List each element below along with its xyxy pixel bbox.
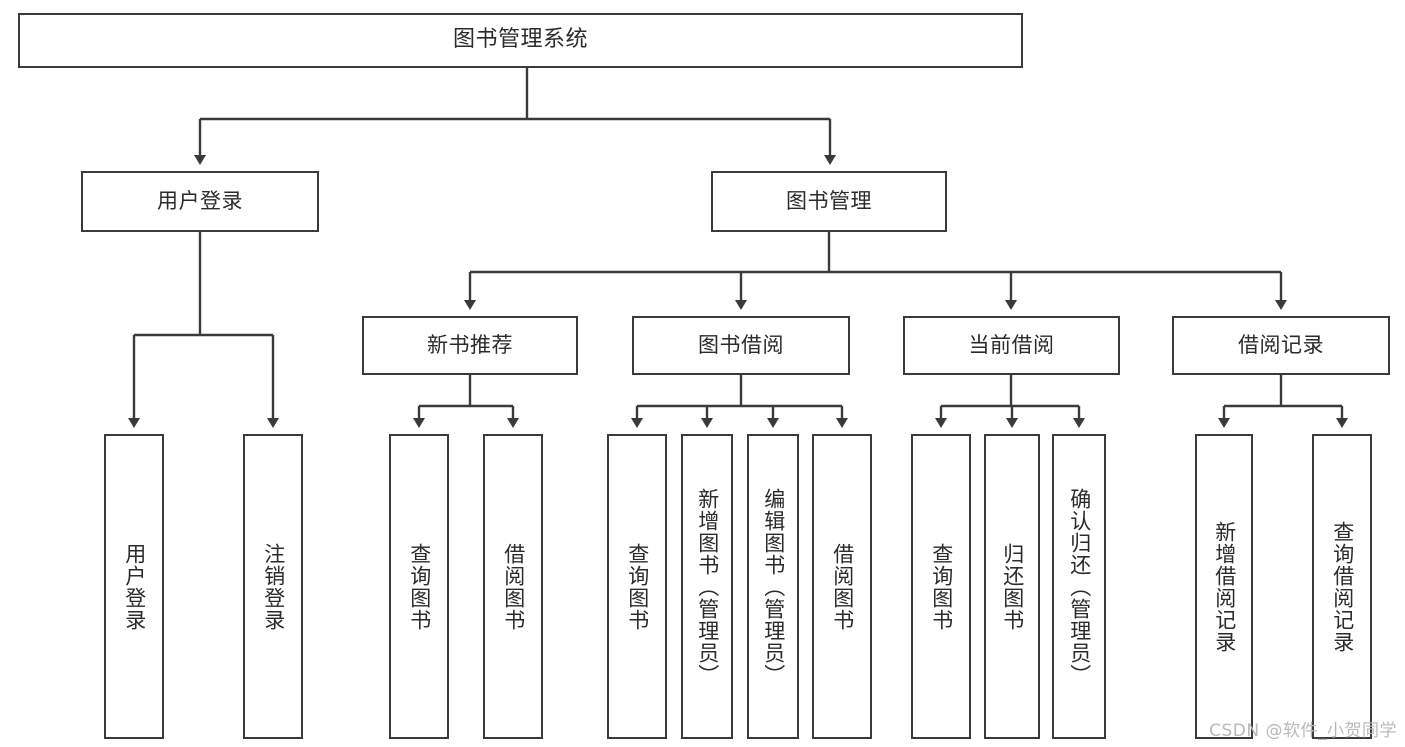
node-leaf-query-book-3-label: 查询图书	[929, 542, 954, 631]
node-book-borrow[interactable]: 图书借阅	[632, 316, 850, 375]
node-leaf-query-book-1[interactable]: 查询图书	[389, 434, 449, 739]
watermark: CSDN @软件_小贺同学	[1209, 721, 1397, 741]
node-leaf-add-record-label: 新增借阅记录	[1212, 520, 1237, 653]
node-leaf-confirm-return-label: 确认归还（管理员）	[1067, 487, 1092, 686]
node-leaf-borrow-book-1-label: 借阅图书	[501, 542, 526, 631]
node-current-borrow-label: 当前借阅	[968, 332, 1055, 357]
node-user-login[interactable]: 用户登录	[81, 171, 319, 232]
node-root[interactable]: 图书管理系统	[18, 13, 1023, 68]
node-leaf-user-login-label: 用户登录	[122, 542, 147, 631]
node-book-manage[interactable]: 图书管理	[711, 171, 947, 232]
node-leaf-query-record[interactable]: 查询借阅记录	[1312, 434, 1372, 739]
node-leaf-logout[interactable]: 注销登录	[243, 434, 303, 739]
node-leaf-query-book-1-label: 查询图书	[407, 542, 432, 631]
node-current-borrow[interactable]: 当前借阅	[903, 316, 1120, 375]
node-leaf-add-book-label: 新增图书（管理员）	[695, 487, 720, 686]
node-leaf-query-book-2[interactable]: 查询图书	[607, 434, 667, 739]
node-leaf-borrow-book-1[interactable]: 借阅图书	[483, 434, 543, 739]
node-leaf-add-book[interactable]: 新增图书（管理员）	[681, 434, 733, 739]
node-leaf-return-book-label: 归还图书	[1000, 542, 1025, 631]
node-book-borrow-label: 图书借阅	[698, 332, 784, 357]
node-leaf-borrow-book-2-label: 借阅图书	[830, 542, 855, 631]
node-new-book-recommend-label: 新书推荐	[427, 332, 513, 357]
node-root-label: 图书管理系统	[452, 27, 588, 53]
node-leaf-query-book-2-label: 查询图书	[625, 542, 650, 631]
node-borrow-record[interactable]: 借阅记录	[1172, 316, 1390, 375]
node-leaf-logout-label: 注销登录	[261, 542, 286, 631]
node-leaf-borrow-book-2[interactable]: 借阅图书	[812, 434, 872, 739]
node-user-login-label: 用户登录	[157, 188, 243, 213]
node-leaf-edit-book-label: 编辑图书（管理员）	[761, 487, 786, 686]
node-leaf-return-book[interactable]: 归还图书	[984, 434, 1040, 739]
node-borrow-record-label: 借阅记录	[1238, 332, 1324, 357]
node-leaf-add-record[interactable]: 新增借阅记录	[1195, 434, 1253, 739]
node-leaf-query-book-3[interactable]: 查询图书	[911, 434, 971, 739]
node-book-manage-label: 图书管理	[786, 188, 872, 213]
node-leaf-confirm-return[interactable]: 确认归还（管理员）	[1052, 434, 1106, 739]
node-leaf-user-login[interactable]: 用户登录	[104, 434, 164, 739]
node-leaf-query-record-label: 查询借阅记录	[1330, 520, 1355, 653]
node-leaf-edit-book[interactable]: 编辑图书（管理员）	[747, 434, 799, 739]
node-new-book-recommend[interactable]: 新书推荐	[362, 316, 578, 375]
